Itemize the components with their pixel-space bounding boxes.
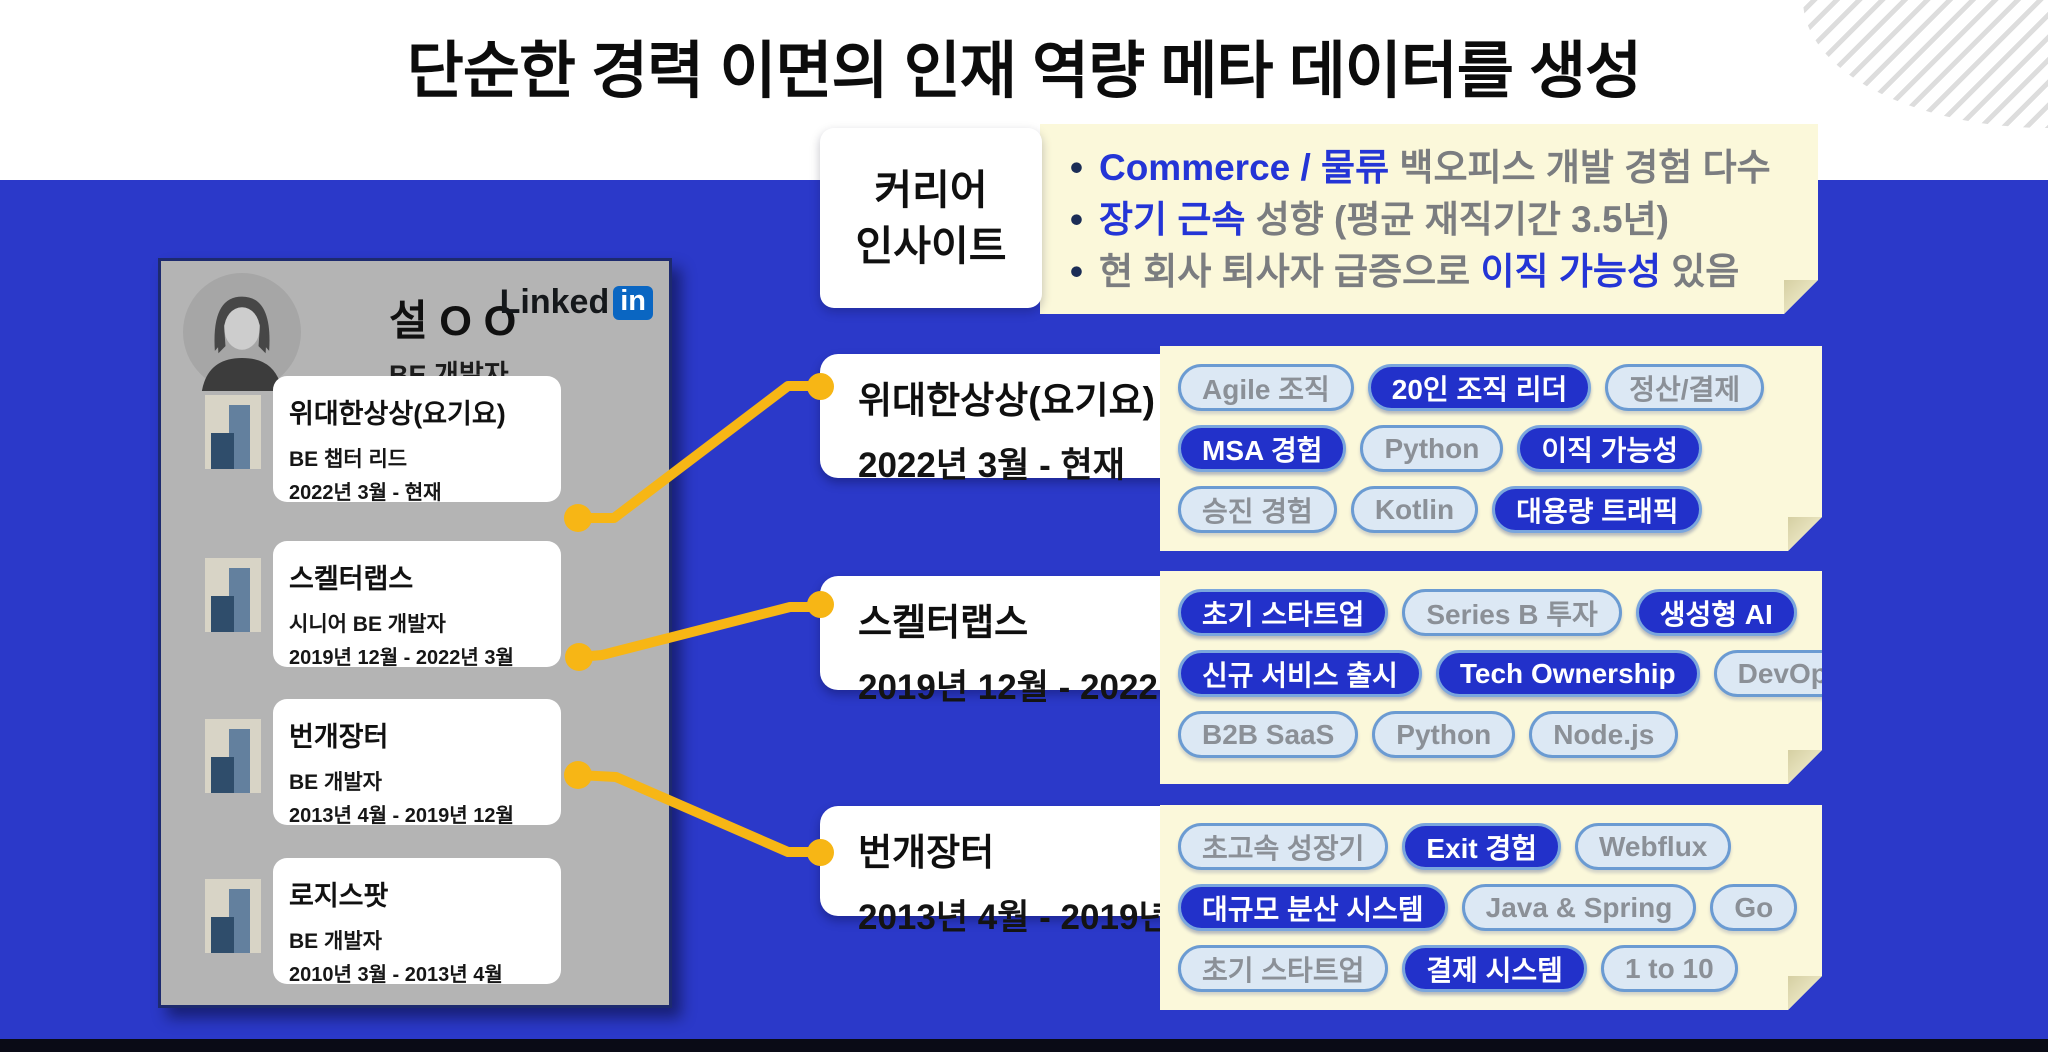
bullet-icon: • — [1070, 147, 1083, 188]
bullet-text: 현 회사 퇴사자 급증으로 — [1098, 251, 1481, 292]
tag-pill: 대용량 트래픽 — [1492, 486, 1702, 533]
tag-pill: 신규 서비스 출시 — [1178, 650, 1422, 697]
experience-period: 2010년 3월 - 2013년 4월 — [289, 964, 503, 986]
tag-note-3: 초고속 성장기 Exit 경험 Webflux 대규모 분산 시스템 Java … — [1160, 805, 1822, 1010]
profile-name: 설 O O — [389, 297, 517, 344]
bullet-icon: • — [1070, 199, 1083, 240]
tag-pill: Series B 투자 — [1402, 589, 1621, 636]
tag-pill: 초고속 성장기 — [1178, 823, 1388, 870]
tag-row: 대규모 분산 시스템 Java & Spring Go — [1178, 884, 1806, 931]
tag-pill: 생성형 AI — [1636, 589, 1797, 636]
linkedin-logo: Linked in — [500, 283, 653, 322]
experience-item-2: 스켈터랩스 시니어 BE 개발자 2019년 12월 - 2022년 3월 — [273, 541, 561, 669]
bullet-text: 있음 — [1660, 251, 1740, 292]
tag-pill: 승진 경험 — [1178, 486, 1337, 533]
tag-pill: 초기 스타트업 — [1178, 589, 1388, 636]
company-logo-icon — [205, 395, 261, 469]
tag-note-2: 초기 스타트업 Series B 투자 생성형 AI 신규 서비스 출시 Tec… — [1160, 571, 1822, 784]
tag-pill: Node.js — [1529, 711, 1678, 758]
company-logo-icon — [205, 879, 261, 953]
insight-bullet-2: • 장기 근속 성향 (평균 재직기간 3.5년) — [1070, 194, 1798, 246]
tag-pill: Python — [1360, 425, 1503, 472]
tag-row: 초기 스타트업 Series B 투자 생성형 AI — [1178, 589, 1806, 636]
insight-label-line1: 커리어 — [874, 167, 988, 213]
career-period: 2022년 3월 - 현재 — [858, 446, 1125, 485]
linkedin-profile-card: 설 O O BE 개발자 Linked in 위대한상상(요기요) BE 챕터 … — [158, 258, 672, 1008]
experience-item-1: 위대한상상(요기요) BE 챕터 리드 2022년 3월 - 현재 — [273, 376, 561, 504]
tag-pill: 대규모 분산 시스템 — [1178, 884, 1448, 931]
experience-company: 스켈터랩스 — [289, 564, 414, 594]
bullet-icon: • — [1070, 251, 1083, 292]
experience-company: 위대한상상(요기요) — [289, 399, 506, 429]
slide-title: 단순한 경력 이면의 인재 역량 메타 데이터를 생성 — [406, 37, 1642, 106]
tag-row: 신규 서비스 출시 Tech Ownership DevOps — [1178, 650, 1806, 697]
insight-label-line2: 인사이트 — [855, 223, 1007, 269]
tag-row: B2B SaaS Python Node.js — [1178, 711, 1806, 758]
tag-pill: 결제 시스템 — [1402, 945, 1587, 992]
tag-pill: MSA 경험 — [1178, 425, 1346, 472]
tag-pill: Java & Spring — [1462, 884, 1697, 931]
experience-period: 2019년 12월 - 2022년 3월 — [289, 647, 514, 669]
tag-row: 초고속 성장기 Exit 경험 Webflux — [1178, 823, 1806, 870]
company-logo-icon — [205, 719, 261, 793]
bullet-highlight: 장기 근속 — [1098, 199, 1246, 240]
tag-pill: 1 to 10 — [1601, 945, 1738, 992]
experience-company: 로지스팟 — [289, 881, 389, 911]
career-company: 번개장터 — [858, 832, 995, 873]
bullet-text: 성향 (평균 재직기간 3.5년) — [1245, 199, 1669, 240]
tag-row: MSA 경험 Python 이직 가능성 — [1178, 425, 1806, 472]
experience-item-4: 로지스팟 BE 개발자 2010년 3월 - 2013년 4월 — [273, 858, 561, 986]
tag-pill: 이직 가능성 — [1517, 425, 1702, 472]
tag-pill: Exit 경험 — [1402, 823, 1561, 870]
linkedin-logo-text: Linked — [499, 283, 610, 321]
bullet-highlight: Commerce / 물류 — [1098, 147, 1390, 188]
tag-row: 승진 경험 Kotlin 대용량 트래픽 — [1178, 486, 1806, 533]
tag-pill: 20인 조직 리더 — [1368, 364, 1592, 411]
experience-role: BE 개발자 — [289, 930, 382, 953]
experience-role: BE 챕터 리드 — [289, 448, 408, 471]
experience-item-3: 번개장터 BE 개발자 2013년 4월 - 2019년 12월 — [273, 699, 561, 827]
experience-role: 시니어 BE 개발자 — [289, 613, 446, 636]
insight-bullet-1: • Commerce / 물류 백오피스 개발 경험 다수 — [1070, 142, 1798, 194]
career-company: 스켈터랩스 — [858, 602, 1029, 643]
experience-period: 2022년 3월 - 현재 — [289, 482, 442, 504]
connector-dot — [807, 591, 834, 618]
tag-pill: Webflux — [1575, 823, 1731, 870]
tag-row: Agile 조직 20인 조직 리더 정산/결제 — [1178, 364, 1806, 411]
experience-role: BE 개발자 — [289, 771, 382, 794]
tag-pill: B2B SaaS — [1178, 711, 1358, 758]
career-insight-note: • Commerce / 물류 백오피스 개발 경험 다수 • 장기 근속 성향 (… — [1040, 124, 1818, 314]
career-company: 위대한상상(요기요) — [858, 380, 1155, 421]
tag-pill: Agile 조직 — [1178, 364, 1354, 411]
experience-company: 번개장터 — [289, 722, 389, 752]
connector-dot — [807, 839, 834, 866]
tag-pill: 정산/결제 — [1605, 364, 1764, 411]
tag-note-1: Agile 조직 20인 조직 리더 정산/결제 MSA 경험 Python 이… — [1160, 346, 1822, 551]
tag-pill: 초기 스타트업 — [1178, 945, 1388, 992]
tag-pill: Go — [1710, 884, 1797, 931]
tag-row: 초기 스타트업 결제 시스템 1 to 10 — [1178, 945, 1806, 992]
company-logo-icon — [205, 558, 261, 632]
career-insight-label: 커리어 인사이트 — [820, 128, 1042, 308]
bullet-text: 백오피스 개발 경험 다수 — [1389, 147, 1771, 188]
connector-dot — [807, 373, 834, 400]
bottom-strip — [0, 1039, 2048, 1052]
bullet-highlight: 이직 가능성 — [1480, 251, 1661, 292]
insight-bullet-3: • 현 회사 퇴사자 급증으로 이직 가능성 있음 — [1070, 246, 1798, 298]
linkedin-in-icon: in — [613, 285, 653, 320]
tag-pill: Python — [1372, 711, 1515, 758]
tag-pill: Tech Ownership — [1436, 650, 1700, 697]
tag-pill: Kotlin — [1351, 486, 1478, 533]
experience-period: 2013년 4월 - 2019년 12월 — [289, 805, 514, 827]
profile-avatar — [183, 273, 301, 391]
